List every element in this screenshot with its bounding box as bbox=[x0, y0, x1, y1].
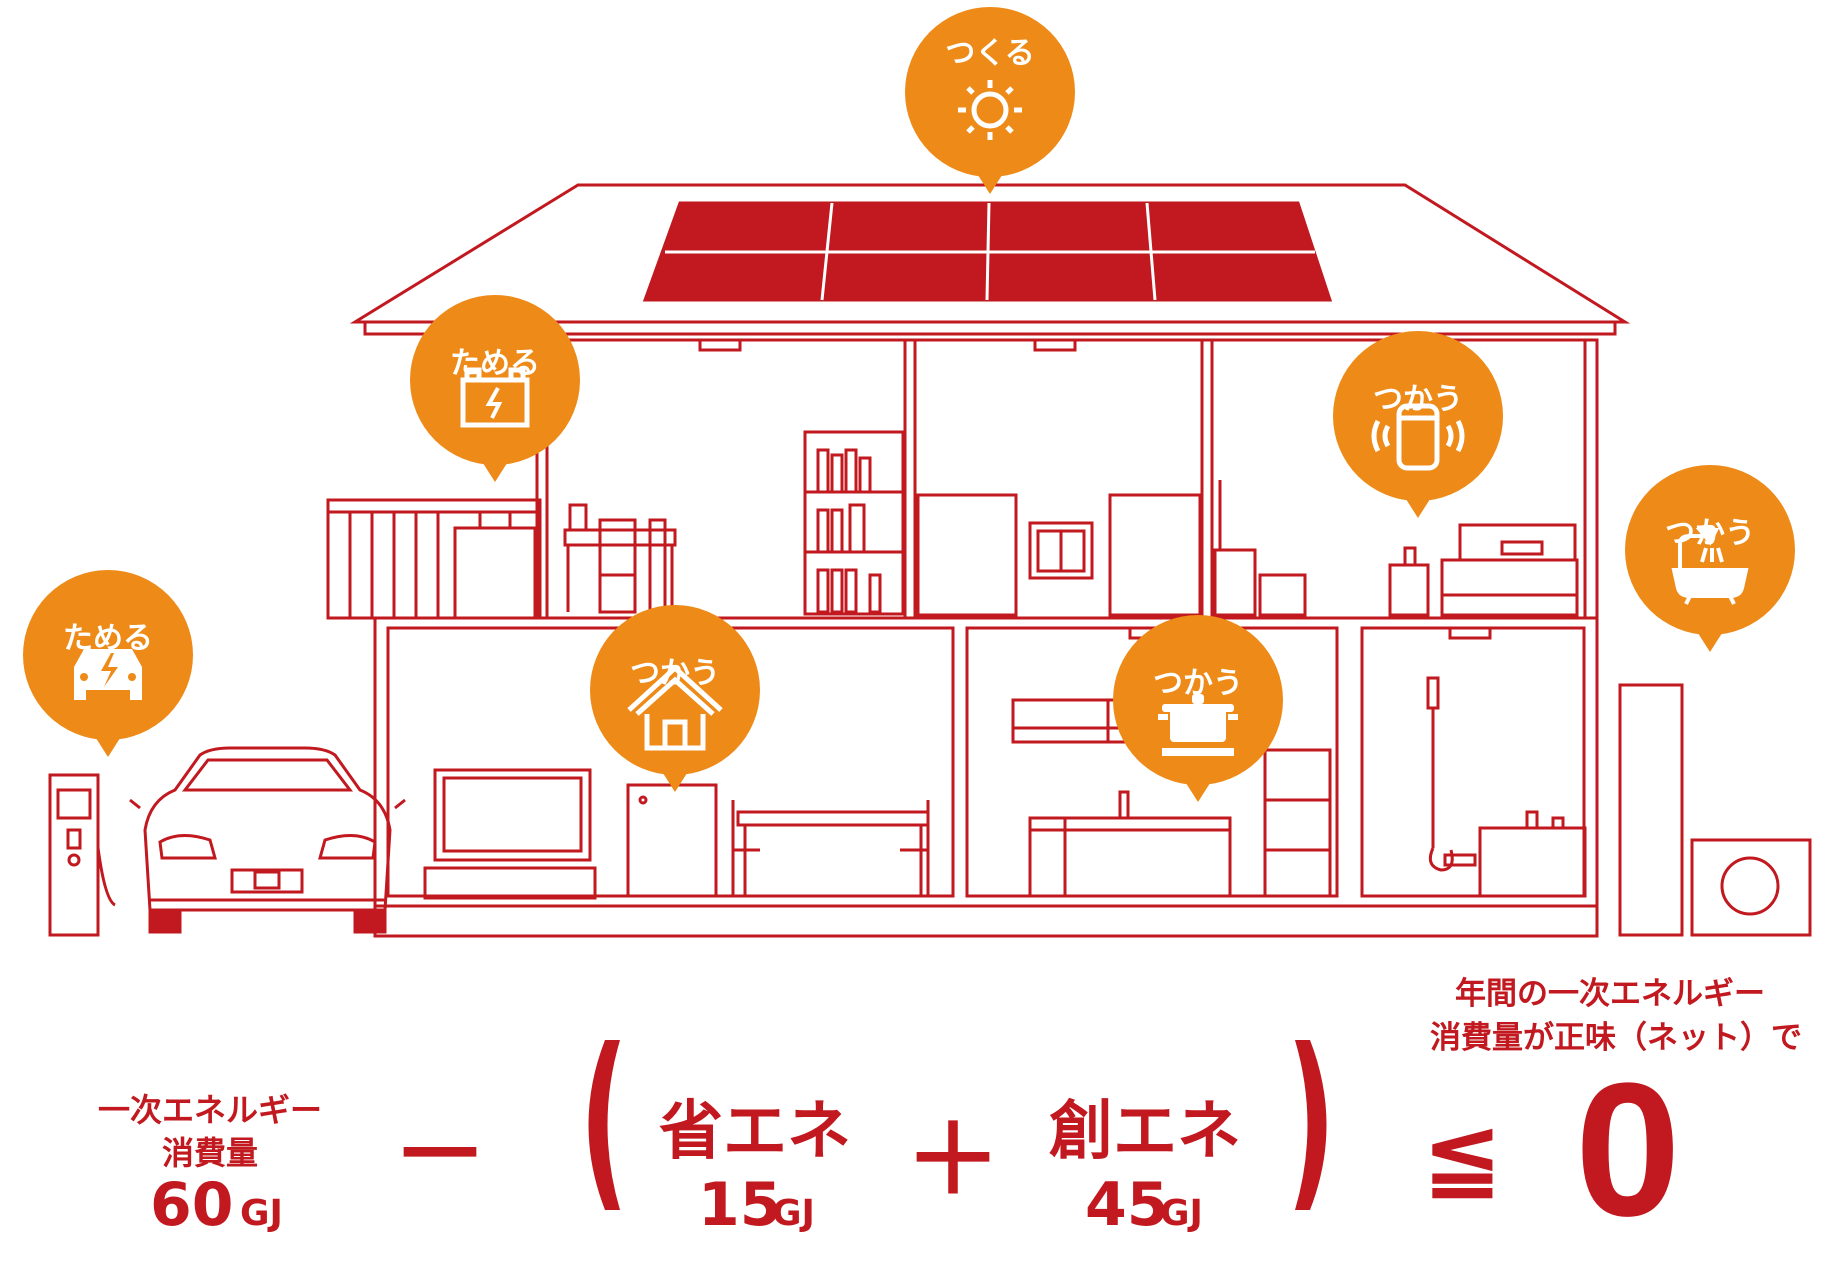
bubble-tsukau-fuelcell bbox=[1333, 331, 1503, 518]
consumption-label-line2: 消費量 bbox=[161, 1134, 258, 1172]
fuel-cell-unit bbox=[1388, 563, 1430, 617]
consumption-value: 60 bbox=[150, 1170, 234, 1240]
bathroom bbox=[1426, 676, 1587, 898]
energy-creation-unit: GJ bbox=[1160, 1193, 1203, 1234]
eaves bbox=[363, 320, 1617, 336]
plus-sign: ＋ bbox=[905, 1104, 1001, 1216]
bubble-tameru-car bbox=[23, 570, 193, 757]
energy-creation-value: 45 bbox=[1085, 1170, 1169, 1240]
consumption-label-line1: 一次エネルギー bbox=[97, 1091, 322, 1129]
energy-saving-value: 15 bbox=[698, 1170, 782, 1240]
solar-panel bbox=[642, 201, 1333, 302]
bubble-label-tameru-balcony: ためる bbox=[450, 346, 540, 381]
bookshelf bbox=[803, 430, 905, 616]
bubble-tsukuru bbox=[905, 7, 1075, 194]
electric-car bbox=[129, 746, 406, 934]
bubble-label-tsukau-fuelcell: つかう bbox=[1373, 382, 1463, 417]
consumption-unit: GJ bbox=[240, 1193, 283, 1234]
kitchen bbox=[1011, 698, 1332, 898]
formula-brackets bbox=[588, 1040, 1327, 1210]
fuel-cell-icon bbox=[1371, 403, 1465, 471]
net-note-line1: 年間の一次エネルギー bbox=[1455, 976, 1765, 1012]
bubble-tsukau-bath bbox=[1625, 465, 1795, 652]
bubble-tsukau-kitchen bbox=[1113, 615, 1283, 802]
water-heater-tank bbox=[1618, 683, 1684, 937]
bubble-tsukau-home bbox=[590, 605, 760, 792]
house bbox=[326, 183, 1812, 938]
tv bbox=[423, 768, 597, 900]
bubble-label-tsukau-home: つかう bbox=[630, 656, 720, 691]
bubble-label-tameru-car: ためる bbox=[63, 621, 153, 656]
storage-battery bbox=[453, 526, 537, 620]
bubble-label-tsukau-bath: つかう bbox=[1665, 516, 1755, 551]
net-note-line2: 消費量が正味（ネット）で bbox=[1430, 1020, 1802, 1056]
energy-creation-label: 創エネ bbox=[1049, 1095, 1241, 1169]
study-desk bbox=[563, 503, 677, 614]
bubble-label-tsukuru: つくる bbox=[945, 36, 1035, 71]
less-or-equal-sign: ≦ bbox=[1422, 1099, 1503, 1211]
battery-icon bbox=[460, 367, 530, 428]
zero-value: 0 bbox=[1575, 1044, 1681, 1256]
home-icon bbox=[627, 664, 723, 751]
bed bbox=[1440, 523, 1579, 617]
ev-charger bbox=[48, 773, 116, 937]
balcony bbox=[326, 498, 542, 620]
sun-icon bbox=[958, 80, 1022, 140]
bubble-tameru-balcony bbox=[410, 295, 580, 482]
energy-saving-unit: GJ bbox=[772, 1193, 815, 1234]
bubble-label-tsukau-kitchen: つかう bbox=[1153, 666, 1243, 701]
minus-sign: － bbox=[392, 1099, 488, 1211]
dining-table bbox=[731, 800, 930, 896]
bath-icon bbox=[1671, 528, 1749, 605]
door bbox=[626, 783, 718, 898]
ev-car-icon bbox=[74, 649, 142, 700]
energy-saving-label: 省エネ bbox=[659, 1095, 851, 1169]
lower-floor bbox=[373, 616, 1599, 938]
cooking-pot-icon bbox=[1158, 694, 1238, 756]
heat-pump-unit bbox=[1690, 838, 1812, 937]
